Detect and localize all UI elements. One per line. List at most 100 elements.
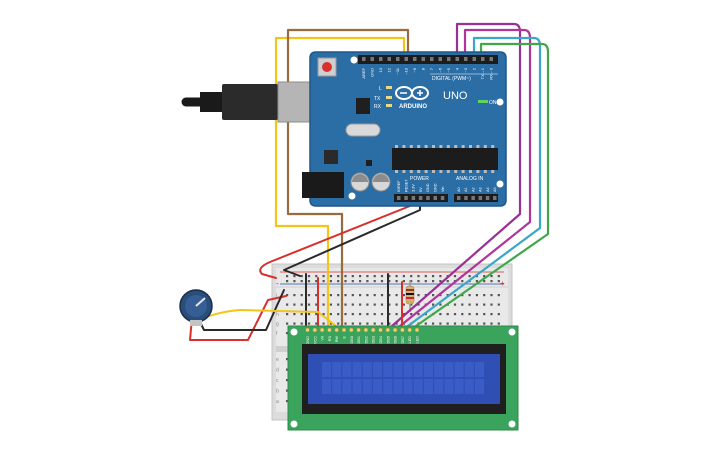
bb-hole [286, 332, 289, 335]
lcd-pin [312, 327, 318, 333]
chip-pin [446, 170, 450, 173]
digital-pin [362, 57, 366, 61]
bb-hole [329, 322, 332, 325]
bb-rail-hole [417, 275, 420, 278]
lcd-pin-label: GND [306, 336, 310, 345]
lcd-pin-label: DB7 [401, 336, 405, 343]
chip-pin [432, 170, 435, 173]
chip-pin [409, 170, 413, 173]
digital-pin [396, 57, 400, 61]
bb-hole [380, 322, 384, 325]
digital-pin [472, 57, 476, 61]
bb-rail-hole [439, 280, 442, 283]
lcd-pin [305, 327, 310, 333]
bb-hole [483, 313, 486, 316]
digital-pin [455, 57, 459, 61]
chip-pin [476, 145, 480, 148]
lcd-char-cell [383, 379, 393, 394]
power-pin-label: IOREF [397, 180, 401, 192]
digital-pin [438, 57, 442, 61]
digital-pin-label: 7 [429, 67, 434, 70]
bb-hole [432, 294, 435, 297]
bb-rail-hole [322, 280, 325, 283]
bb-hole [402, 303, 405, 306]
bb-hole [322, 322, 325, 325]
bb-hole [446, 322, 449, 325]
bb-hole [483, 322, 486, 325]
lcd-char-cell [373, 362, 382, 377]
bb-hole [402, 313, 405, 316]
bb-hole [490, 322, 493, 325]
bb-rail-hole [483, 275, 486, 278]
bb-row-letter: h [276, 312, 279, 318]
digital-pin [370, 57, 374, 61]
digital-pin-label: TX→1 [480, 67, 485, 79]
bb-rail-hole [329, 275, 332, 278]
power-pin-label: RESET [404, 179, 408, 192]
bb-rail-hole [432, 275, 435, 278]
bb-hole [359, 313, 362, 316]
digital-pin-label: ~5 [446, 67, 451, 72]
bb-hole [300, 322, 303, 325]
analog-pin-label: A0 [457, 187, 461, 192]
lcd-char-cell [464, 379, 474, 394]
bb-hole [286, 379, 289, 382]
lcd-char-cell [475, 362, 484, 377]
chip-pin [491, 145, 495, 148]
bb-hole [395, 322, 398, 325]
bb-hole [286, 358, 289, 361]
bb-hole [359, 294, 362, 297]
lcd-char-cell [403, 362, 413, 377]
bb-rail-hole [410, 280, 413, 283]
lcd-pin [363, 327, 369, 333]
mount-hole [290, 420, 298, 428]
power-pin [404, 196, 408, 200]
lcd-char-cell [424, 379, 433, 394]
lcd-char-cell [464, 362, 474, 377]
bb-hole [380, 294, 384, 297]
lcd-pin-label: E [343, 336, 347, 339]
power-pin [433, 196, 437, 200]
analog-pin [485, 196, 490, 200]
bb-rail-hole [388, 275, 391, 278]
bb-hole [453, 294, 457, 297]
bb-hole [410, 313, 413, 316]
digital-pin [489, 57, 493, 61]
lcd-pin-label: RS [328, 336, 332, 342]
bb-hole [497, 313, 500, 316]
wire-red-5v [259, 197, 411, 279]
mount-hole [508, 328, 516, 336]
chip-pin [461, 145, 465, 148]
bb-rail-hole [315, 280, 318, 283]
bb-hole [337, 313, 340, 316]
bb-rail-hole [402, 275, 405, 278]
chip-pin [402, 170, 406, 173]
chip-pin [424, 170, 428, 173]
mount-hole [508, 420, 516, 428]
chip-pin [446, 145, 450, 148]
analog-pin [464, 196, 468, 200]
lcd-char-cell [403, 379, 413, 394]
bb-hole [439, 322, 442, 325]
led-l [386, 86, 392, 89]
usb-cable-head [222, 84, 278, 120]
digital-pin-label: 12 [387, 67, 392, 72]
tx-label: TX [374, 96, 381, 102]
bb-hole [497, 294, 500, 297]
bb-hole [395, 294, 398, 297]
bb-hole [373, 313, 376, 316]
bb-hole [388, 313, 391, 316]
atmega-chip [392, 148, 498, 170]
lcd-pin-label: DB2 [364, 336, 368, 343]
bb-hole [286, 303, 289, 306]
bb-rail-hole [410, 275, 413, 278]
chip-pin [417, 170, 421, 173]
bb-hole [424, 322, 427, 325]
lcd-char-cell [475, 379, 484, 394]
potentiometer[interactable] [179, 289, 213, 326]
mount-hole [348, 192, 356, 200]
reset-button-cap[interactable] [322, 62, 332, 72]
chip-pin [417, 145, 421, 148]
